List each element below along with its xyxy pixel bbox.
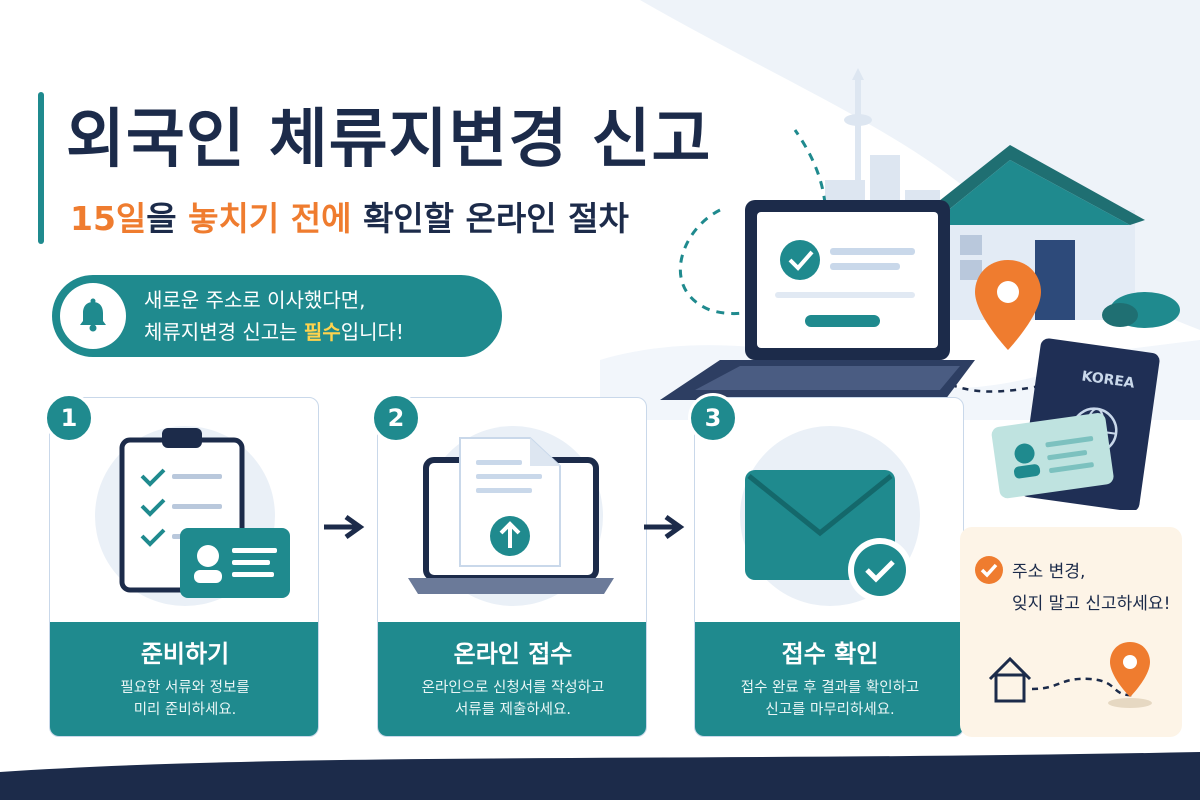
- bottom-wave: [0, 752, 1200, 800]
- step-description: 필요한 서류와 정보를 미리 준비하세요.: [50, 677, 318, 721]
- tip-box: 주소 변경, 잊지 말고 신고하세요!: [960, 527, 1182, 737]
- passport-label: KOREA: [1081, 368, 1136, 391]
- step-description-line-2: 서류를 제출하세요.: [455, 702, 571, 718]
- step-card-online-submit: 온라인 접수 온라인으로 신청서를 작성하고 서류를 제출하세요.: [377, 397, 647, 737]
- step-footer: 접수 확인 접수 완료 후 결과를 확인하고 신고를 마무리하세요.: [695, 622, 963, 736]
- step-footer: 준비하기 필요한 서류와 정보를 미리 준비하세요.: [50, 622, 318, 736]
- check-circle-icon: [975, 556, 1003, 584]
- page-subtitle: 15일을 놓치기 전에 확인할 온라인 절차: [70, 192, 629, 240]
- step-description-line-2: 신고를 마무리하세요.: [765, 702, 895, 718]
- location-pin-icon: [975, 260, 1041, 350]
- page-title: 외국인 체류지변경 신고: [66, 103, 712, 177]
- arrow-right-icon: [644, 514, 685, 540]
- step-description-line-1: 온라인으로 신청서를 작성하고: [421, 680, 605, 696]
- subtitle-text-1: 을: [146, 199, 189, 238]
- bell-icon: [60, 283, 126, 349]
- envelope-check-icon: [740, 426, 920, 606]
- step-description-line-1: 접수 완료 후 결과를 확인하고: [740, 680, 920, 696]
- title-accent-bar: [38, 92, 44, 244]
- laptop-upload-icon: [408, 426, 614, 606]
- step-number-1: 1: [44, 393, 94, 443]
- step-card-confirm: 접수 확인 접수 완료 후 결과를 확인하고 신고를 마무리하세요.: [694, 397, 964, 737]
- step-description-line-1: 필요한 서류와 정보를: [120, 680, 250, 696]
- step-description: 온라인으로 신청서를 작성하고 서류를 제출하세요.: [378, 677, 646, 721]
- step-description: 접수 완료 후 결과를 확인하고 신고를 마무리하세요.: [695, 677, 963, 721]
- step-description-line-2: 미리 준비하세요.: [133, 702, 237, 718]
- house-route-pin-icon: [988, 642, 1152, 708]
- tip-line-2: 잊지 말고 신고하세요!: [1012, 594, 1171, 614]
- notice-text: 새로운 주소로 이사했다면, 체류지변경 신고는 필수입니다!: [144, 284, 404, 348]
- house-icon: [915, 145, 1180, 328]
- notice-highlight: 필수: [303, 320, 341, 344]
- subtitle-accent-before: 놓치기 전에: [188, 199, 352, 238]
- subtitle-accent-days: 15일: [70, 199, 147, 238]
- step-title: 준비하기: [140, 640, 230, 668]
- subtitle-text-2: 확인할 온라인 절차: [351, 199, 629, 238]
- notice-line-1: 새로운 주소로 이사했다면,: [144, 288, 366, 312]
- arrow-right-icon: [324, 514, 365, 540]
- step-footer: 온라인 접수 온라인으로 신청서를 작성하고 서류를 제출하세요.: [378, 622, 646, 736]
- notice-line-2: 체류지변경 신고는 필수입니다!: [144, 316, 404, 348]
- laptop-icon: [660, 200, 975, 400]
- notice-banner: 새로운 주소로 이사했다면, 체류지변경 신고는 필수입니다!: [52, 275, 502, 357]
- step-number-3: 3: [688, 393, 738, 443]
- id-card-icon: [991, 413, 1114, 499]
- step-title: 온라인 접수: [453, 640, 573, 668]
- step-card-prepare: 준비하기 필요한 서류와 정보를 미리 준비하세요.: [49, 397, 319, 737]
- hero-illustration: KOREA: [660, 68, 1180, 510]
- notice-line-2-prefix: 체류지변경 신고는: [144, 320, 304, 344]
- clipboard-id-card-icon: [95, 426, 290, 606]
- step-number-2: 2: [371, 393, 421, 443]
- step-title: 접수 확인: [781, 640, 879, 668]
- tip-line-1: 주소 변경,: [1012, 562, 1086, 582]
- notice-line-2-suffix: 입니다!: [340, 320, 404, 344]
